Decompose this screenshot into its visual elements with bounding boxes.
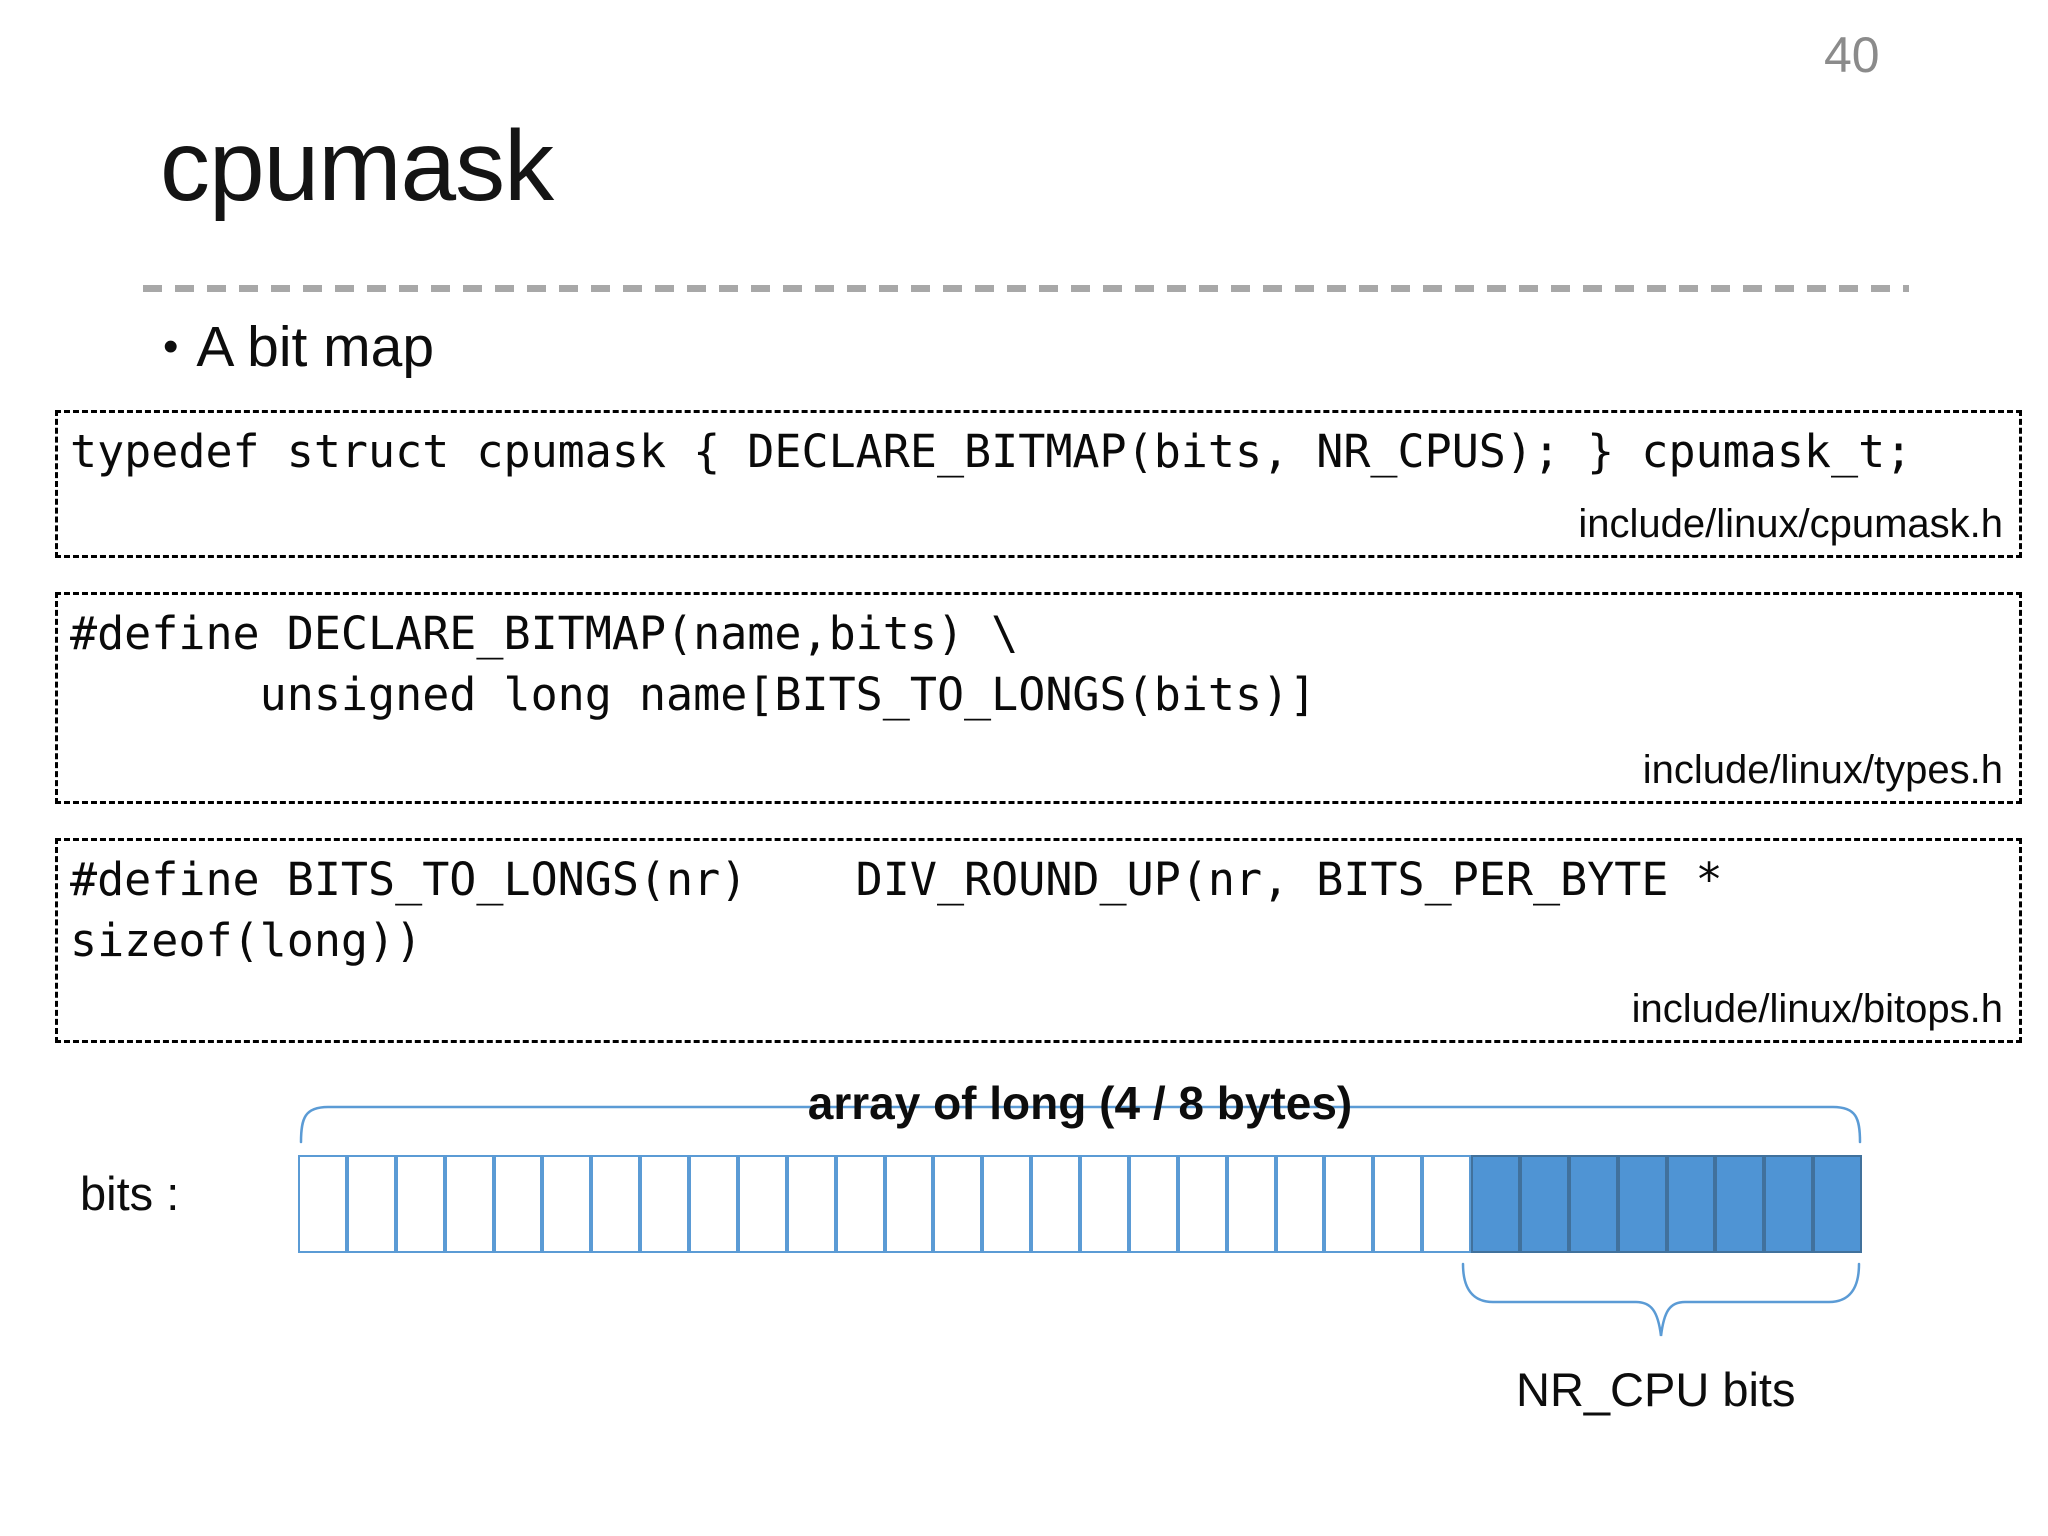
code-box-bits-to-longs: #define BITS_TO_LONGS(nr) DIV_ROUND_UP(n… [55, 838, 2022, 1043]
nr-cpu-curly-brace-icon [1461, 1262, 1861, 1337]
bit-cell [933, 1155, 983, 1253]
bit-cell [1031, 1155, 1080, 1253]
title-separator-dashed-line [143, 285, 1909, 292]
bit-cell [395, 1155, 445, 1253]
bit-cell [542, 1155, 592, 1253]
bit-cell-set [1617, 1155, 1667, 1253]
bit-cell [591, 1155, 641, 1253]
bit-cell [1324, 1155, 1374, 1253]
bit-cell [1373, 1155, 1423, 1253]
bit-cells-row [298, 1155, 1862, 1253]
bullet-item: • A bit map [163, 316, 434, 379]
code-line: typedef struct cpumask { DECLARE_BITMAP(… [70, 425, 1913, 478]
bit-cell [1177, 1155, 1227, 1253]
bit-cell [493, 1155, 543, 1253]
page-title: cpumask [160, 110, 554, 222]
code-box-declare-bitmap: #define DECLARE_BITMAP(name,bits) \ unsi… [55, 592, 2022, 804]
bit-cell [689, 1155, 738, 1253]
source-file-label: include/linux/types.h [1642, 748, 2003, 792]
source-file-label: include/linux/bitops.h [1631, 987, 2003, 1031]
bit-cell [982, 1155, 1032, 1253]
bullet-text: A bit map [196, 315, 435, 379]
source-file-label: include/linux/cpumask.h [1578, 502, 2003, 546]
bit-cell-set [1471, 1155, 1520, 1253]
bit-cell [640, 1155, 689, 1253]
bit-cell [884, 1155, 934, 1253]
bit-cell-set [1764, 1155, 1814, 1253]
bit-cell [444, 1155, 494, 1253]
bit-cell-set [1519, 1155, 1569, 1253]
array-of-long-label: array of long (4 / 8 bytes) [807, 1077, 1353, 1129]
code-line: #define BITS_TO_LONGS(nr) DIV_ROUND_UP(n… [70, 853, 1723, 906]
bit-cell [786, 1155, 836, 1253]
code-line: #define DECLARE_BITMAP(name,bits) \ [70, 607, 1019, 660]
bit-cell-set [1813, 1155, 1862, 1253]
code-line: sizeof(long)) [70, 914, 423, 967]
bullet-icon: • [163, 322, 179, 372]
bit-cell [346, 1155, 396, 1253]
code-line: unsigned long name[BITS_TO_LONGS(bits)] [70, 668, 1317, 721]
bit-cell [1128, 1155, 1178, 1253]
page-number: 40 [1824, 27, 1880, 83]
bit-cell [835, 1155, 885, 1253]
bit-cell-set [1666, 1155, 1716, 1253]
bit-cell [1080, 1155, 1129, 1253]
bit-cell [298, 1155, 347, 1253]
code-box-cpumask-typedef: typedef struct cpumask { DECLARE_BITMAP(… [55, 410, 2022, 558]
nr-cpu-bits-label: NR_CPU bits [1516, 1363, 1796, 1416]
bit-cell [1275, 1155, 1325, 1253]
bit-cell [1422, 1155, 1471, 1253]
bit-cell [737, 1155, 787, 1253]
bit-cell-set [1715, 1155, 1765, 1253]
bits-label: bits : [80, 1167, 180, 1220]
bit-cell-set [1568, 1155, 1618, 1253]
bit-cell [1226, 1155, 1276, 1253]
